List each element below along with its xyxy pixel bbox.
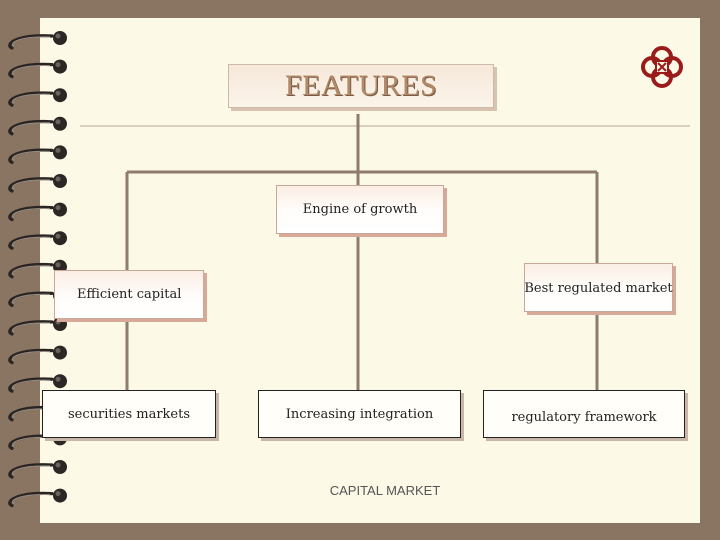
node-regulatory-framework: regulatory framework	[483, 390, 685, 438]
binding-ring	[8, 145, 67, 164]
binding-ring	[8, 116, 67, 136]
node-label: regulatory framework	[511, 409, 657, 425]
node-label: Increasing integration	[285, 407, 434, 422]
binding-ring	[8, 88, 67, 107]
binding-ring	[8, 59, 67, 79]
page-title: FEATURES	[284, 69, 438, 102]
node-increasing-integration: Increasing integration	[258, 390, 461, 438]
slide-footer: CAPITAL MARKET	[329, 483, 441, 498]
node-efficient-capital: Efficient capital	[54, 270, 204, 319]
node-label: Engine of growth	[302, 202, 418, 217]
binding-ring	[8, 231, 67, 250]
node-label: Efficient capital	[77, 287, 182, 302]
node-label: Best regulated market	[524, 281, 673, 296]
title-box: FEATURES	[228, 64, 494, 108]
node-label: securities markets	[67, 407, 191, 422]
node-best-regulated-market: Best regulated market	[524, 263, 673, 312]
binding-ring	[8, 31, 67, 50]
node-securities-markets: securities markets	[42, 390, 216, 438]
binding-ring	[8, 202, 67, 222]
binding-ring	[8, 174, 67, 193]
binding-ring	[8, 460, 67, 479]
node-engine-of-growth: Engine of growth	[276, 185, 444, 234]
binding-ring	[8, 488, 67, 508]
knot-logo-icon	[641, 46, 683, 88]
binding-ring	[8, 374, 67, 393]
binding-ring	[8, 317, 67, 336]
tree-connectors	[125, 114, 599, 390]
binding-ring	[8, 345, 67, 365]
